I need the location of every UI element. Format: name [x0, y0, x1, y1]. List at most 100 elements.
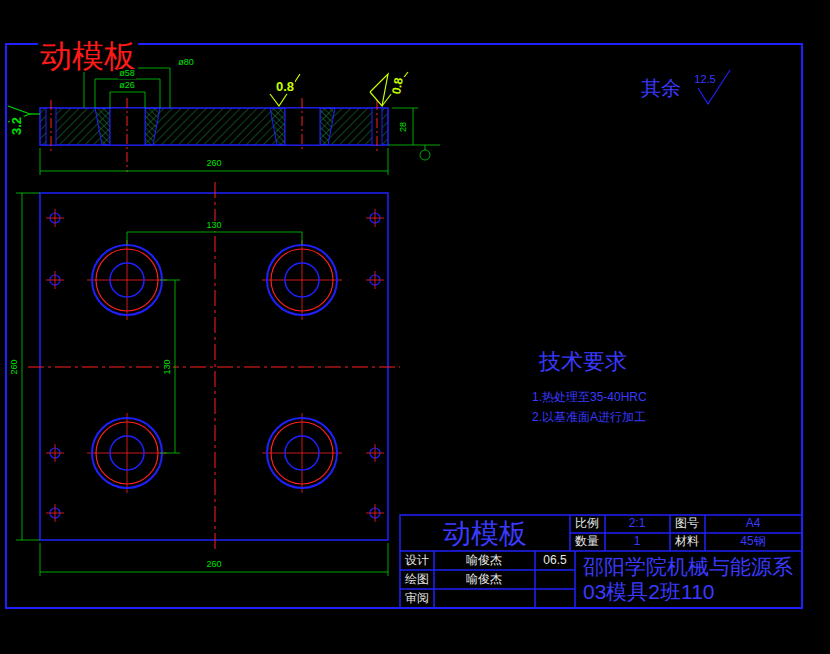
dimension-lines: [110, 92, 145, 93]
roughness-value: 0.8: [390, 76, 406, 97]
section-view: [320, 108, 335, 145]
title-block: [534, 551, 536, 608]
dimension-lines: [40, 572, 388, 573]
roughness-note: 其余: [640, 77, 682, 99]
section-view: [377, 100, 378, 152]
guide-hole: [271, 249, 333, 311]
guide-hole: [302, 413, 303, 493]
dimension-lines: [425, 145, 426, 150]
section-view: [95, 108, 335, 145]
dimension-lines: [160, 453, 180, 454]
dimension-lines: [160, 280, 180, 281]
dimension-lines: [40, 68, 440, 175]
guide-hole: [96, 422, 158, 484]
note-heading: 技术要求: [538, 350, 628, 374]
screw-hole: [46, 209, 384, 522]
dimension-lines: [40, 171, 388, 172]
title-block: [604, 515, 606, 551]
dimension-lines: [145, 92, 146, 108]
table-cell: 数量: [574, 535, 600, 548]
note-text: 2.以基准面A进行加工: [531, 411, 647, 424]
table-cell: 审阅: [404, 592, 430, 605]
roughness-symbol: [270, 72, 408, 106]
table-cell: 1: [633, 535, 642, 548]
section-view: [95, 108, 110, 145]
title-block: [704, 515, 706, 551]
guide-hole: [127, 413, 128, 493]
sheet-frame: [6, 44, 802, 608]
dimension-lines: [84, 68, 85, 108]
section-view: [46, 108, 382, 145]
table-cell: 图号: [674, 517, 700, 530]
guide-hole: [110, 436, 144, 470]
roughness-symbol: [270, 74, 300, 106]
title-block: [400, 569, 575, 571]
dimension-text: 130: [163, 358, 173, 375]
dimension-text: 130: [205, 221, 222, 231]
guide-hole: [127, 240, 128, 320]
title-block: [569, 515, 571, 551]
dimension-lines: [16, 193, 40, 194]
section-view: [302, 98, 303, 152]
guide-hole: [92, 245, 337, 488]
section-view: [40, 108, 388, 145]
dimension-lines: [160, 79, 161, 108]
dimension-lines: [127, 232, 128, 245]
table-cell: 设计: [404, 554, 430, 567]
guide-hole: [87, 240, 342, 493]
title-block: [400, 550, 802, 552]
sheet-frame: [6, 44, 802, 608]
dimension-lines: [175, 280, 176, 453]
sheet-title: 动模板: [38, 40, 138, 72]
dimension-lines: [388, 145, 440, 146]
dimension-lines: [413, 108, 414, 145]
screw-hole: [55, 504, 56, 522]
screw-hole: [55, 209, 56, 227]
guide-hole: [302, 240, 303, 320]
guide-hole: [92, 245, 162, 315]
title-block: [433, 551, 435, 608]
roughness-value: 12.5: [693, 73, 716, 85]
dimension-text: 260: [205, 159, 222, 169]
guide-hole: [285, 436, 319, 470]
part-name: 动模板: [442, 519, 528, 550]
school-name: 邵阳学院机械与能源系03模具2班110: [582, 554, 800, 604]
table-cell: 比例: [574, 517, 600, 530]
roughness-symbol: [30, 113, 40, 114]
guide-hole: [267, 418, 337, 488]
table-cell: 绘图: [404, 573, 430, 586]
plan-view: [28, 182, 400, 552]
section-view: [40, 98, 388, 172]
dimension-lines: [392, 108, 418, 109]
guide-hole: [110, 263, 144, 297]
title-block: [400, 588, 575, 590]
note-text: 1.热处理至35-40HRC: [531, 391, 648, 404]
dimension-text: ø58: [118, 69, 136, 79]
dimension-lines: [302, 232, 303, 245]
guide-hole: [87, 240, 342, 493]
guide-hole: [267, 245, 337, 315]
dimension-lines: [16, 193, 388, 576]
dimension-lines: [22, 193, 23, 540]
screw-hole: [55, 444, 56, 462]
guide-hole: [92, 418, 162, 488]
table-cell: 喻俊杰: [465, 573, 503, 586]
dimension-lines: [16, 540, 40, 541]
plan-view: [28, 367, 400, 368]
screw-hole: [375, 209, 376, 227]
roughness-value: 0.8: [275, 80, 295, 94]
dimension-lines: [40, 543, 41, 576]
roughness-symbol: [382, 72, 408, 106]
table-cell: 06.5: [542, 554, 567, 567]
table-cell: 45钢: [739, 535, 766, 548]
dimension-lines: [388, 543, 389, 576]
table-cell: 喻俊杰: [465, 554, 503, 567]
dimension-lines: [170, 68, 171, 108]
table-cell: A4: [745, 517, 762, 530]
plan-view: [28, 182, 400, 552]
section-view: [127, 98, 128, 172]
guide-hole: [96, 249, 158, 311]
dimension-text: ø26: [118, 81, 136, 91]
title-block: [574, 551, 576, 608]
